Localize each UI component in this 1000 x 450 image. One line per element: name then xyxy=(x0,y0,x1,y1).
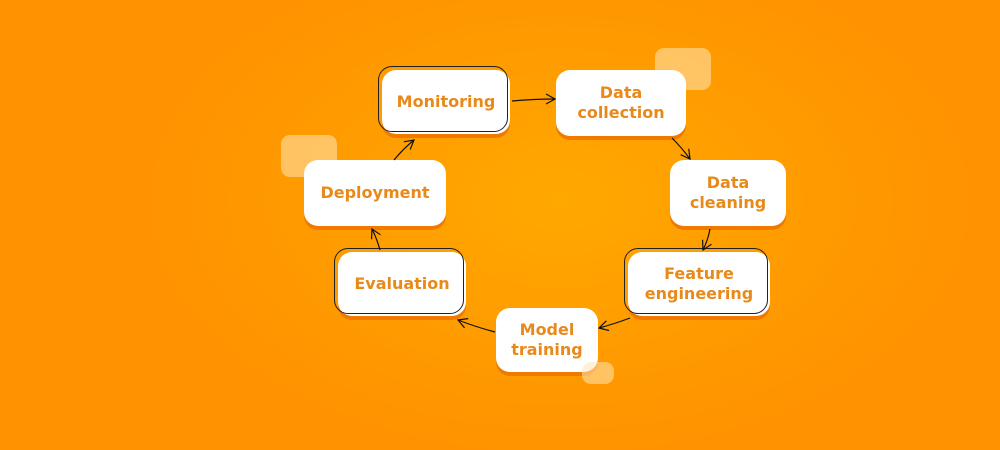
arrow-cleaning-to-feature xyxy=(701,228,712,252)
step-label: Data collection xyxy=(577,83,665,122)
step-model-training: Model training xyxy=(496,308,598,372)
arrow-monitoring-to-collection xyxy=(511,93,557,105)
step-data-collection: Data collection xyxy=(556,70,686,136)
arrow-feature-to-training xyxy=(597,317,631,332)
step-deployment: Deployment xyxy=(304,160,446,226)
arrow-training-to-evaluation xyxy=(456,318,496,333)
decorative-square xyxy=(582,362,614,384)
step-label: Model training xyxy=(511,320,583,359)
step-data-cleaning: Data cleaning xyxy=(670,160,786,226)
step-monitoring: Monitoring xyxy=(378,66,510,134)
step-evaluation: Evaluation xyxy=(334,248,466,316)
step-feature-engineering: Feature engineering xyxy=(624,248,770,316)
step-label: Deployment xyxy=(320,183,430,202)
step-label: Data cleaning xyxy=(689,173,767,212)
arrow-deployment-to-monitoring xyxy=(393,139,415,161)
arrow-evaluation-to-deployment xyxy=(370,227,381,251)
arrow-collection-to-cleaning xyxy=(671,137,691,160)
